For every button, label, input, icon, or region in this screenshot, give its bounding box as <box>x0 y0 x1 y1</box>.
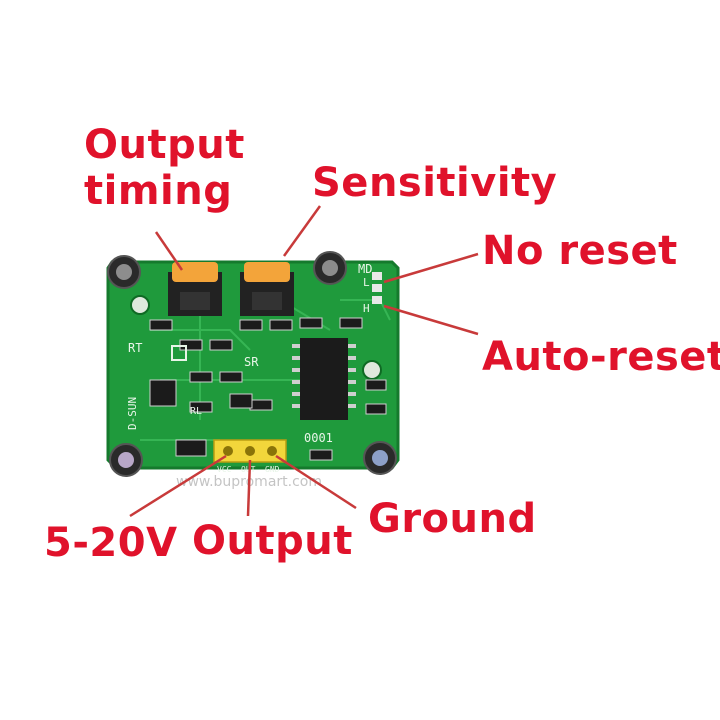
leader-sensitivity <box>282 205 322 257</box>
silk-md: MD <box>358 262 372 276</box>
silk-out: OUT <box>241 465 256 474</box>
mounting-hole <box>362 360 382 380</box>
voltage-label: 5-20V <box>44 520 178 566</box>
capacitor-icon <box>109 443 143 477</box>
sensitivity-label: Sensitivity <box>312 160 558 206</box>
output-label: Output <box>192 518 353 564</box>
leader-output-timing <box>154 231 184 271</box>
silk-sr: SR <box>244 355 259 369</box>
silk-gnd: GND <box>265 465 280 474</box>
ground-label: Ground <box>368 496 537 542</box>
leader-no-reset <box>383 252 479 284</box>
pin-header-icon <box>213 439 287 463</box>
potentiometer-icon <box>168 262 222 316</box>
capacitor-icon <box>107 255 141 289</box>
output-timing-label: Output timing <box>84 122 245 214</box>
auto-reset-label: Auto-reset <box>482 334 720 380</box>
leader-lines <box>129 205 479 518</box>
capacitor-icon <box>313 251 347 285</box>
capacitor-icon <box>363 441 397 475</box>
leader-ground <box>275 454 357 510</box>
ic-chip-icon <box>292 338 356 420</box>
potentiometer-icon <box>240 262 294 316</box>
leader-auto-reset <box>383 304 479 336</box>
mounting-hole <box>130 295 150 315</box>
silk-vcc: VCC <box>217 465 232 474</box>
leader-voltage <box>129 454 227 518</box>
silk-code: 0001 <box>304 431 333 445</box>
silk-h: H <box>363 302 370 315</box>
silk-rt: RT <box>128 341 142 355</box>
jumper-icon <box>372 272 382 304</box>
silk-l: L <box>363 276 370 289</box>
silk-rl: RL <box>190 406 202 417</box>
leader-output <box>246 459 252 517</box>
output-timing-line-2: timing <box>84 168 233 214</box>
silk-brand: D-SUN <box>126 397 139 430</box>
output-timing-line-1: Output <box>84 122 245 168</box>
no-reset-label: No reset <box>482 228 678 274</box>
smd-components <box>149 317 387 461</box>
